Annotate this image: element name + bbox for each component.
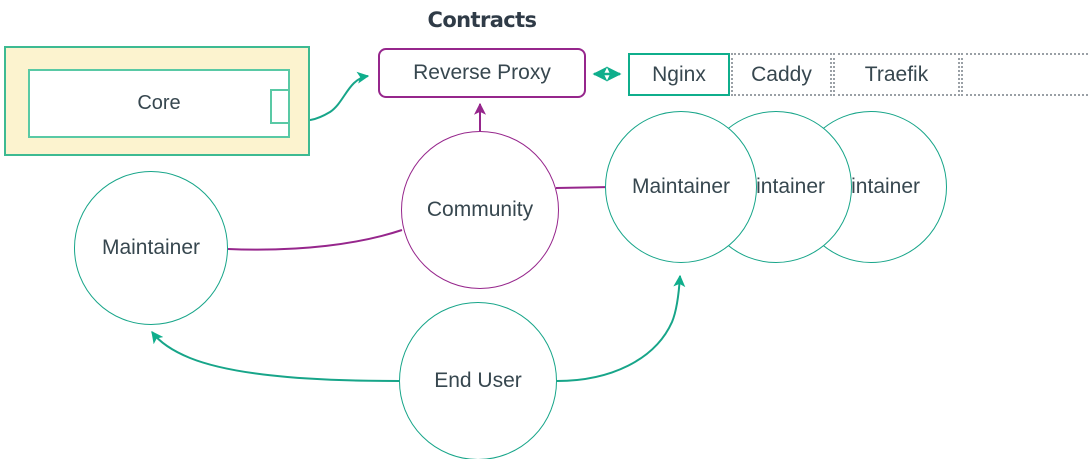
node-community-label: Community: [426, 198, 534, 221]
edge-community-to-maintainer-left: [227, 229, 403, 251]
option-empty[interactable]: [961, 53, 1090, 96]
edge-end-user-to-maintainer-left: [151, 331, 400, 382]
option-traefik[interactable]: Traefik: [833, 53, 960, 96]
core-port-connector: [270, 89, 290, 124]
edge-community-to-maintainer-right: [555, 186, 613, 189]
node-reverse-proxy-label: Reverse Proxy: [413, 61, 551, 84]
option-caddy[interactable]: Caddy: [731, 53, 832, 96]
node-maintainer-left[interactable]: Maintainer: [74, 171, 228, 325]
edge-end-user-to-maintainer-right: [556, 274, 686, 382]
core-cluster: Core: [4, 46, 310, 156]
node-community[interactable]: Community: [401, 131, 559, 289]
node-core[interactable]: Core: [28, 69, 290, 138]
node-reverse-proxy[interactable]: Reverse Proxy: [378, 48, 586, 98]
node-core-label: Core: [137, 92, 181, 114]
node-maintainer-1-label: Maintainer: [631, 175, 731, 198]
option-nginx[interactable]: Nginx: [628, 53, 730, 96]
node-maintainer-left-label: Maintainer: [101, 236, 201, 259]
node-end-user[interactable]: End User: [399, 302, 557, 459]
node-end-user-label: End User: [434, 369, 522, 392]
node-maintainer-1[interactable]: Maintainer: [605, 111, 757, 263]
contracts-cluster-title: Contracts: [427, 8, 538, 32]
